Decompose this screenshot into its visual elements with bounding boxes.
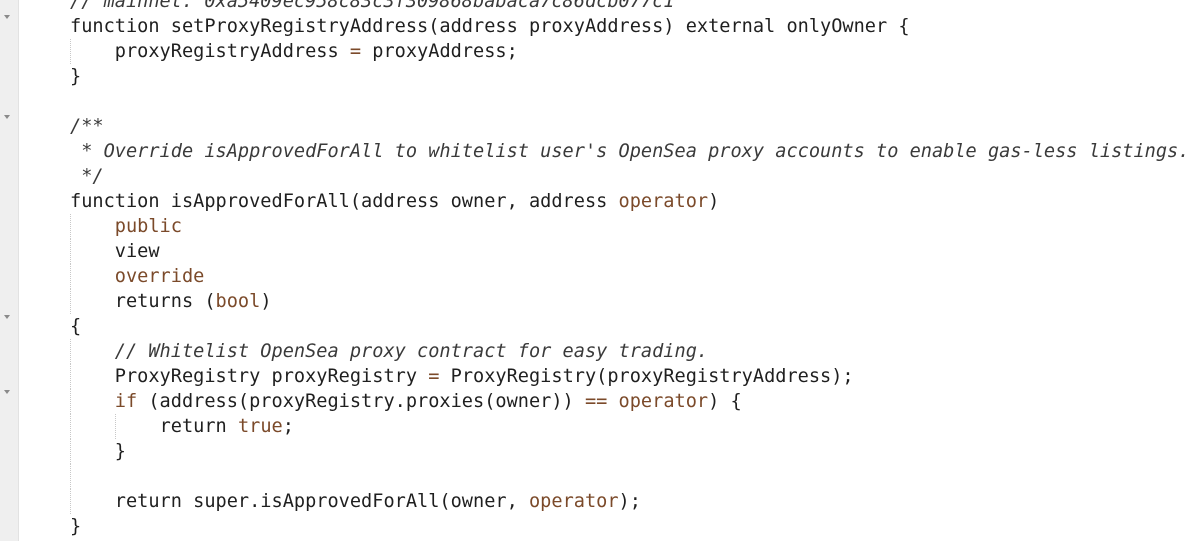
code-text: ) (260, 291, 272, 312)
code-line: // mainnet: 0xa5409ec958c83c3f309868baba… (70, 0, 1189, 14)
code-line: returns (bool) (70, 289, 1189, 314)
code-keyword: if (114, 391, 138, 412)
code-text: ProxyRegistry proxyRegistry (114, 366, 429, 387)
indent-guide (70, 489, 71, 514)
code-comment: * Override isApprovedForAll to whitelist… (70, 141, 1190, 162)
code-line: } (70, 514, 1189, 539)
code-operator: = (349, 41, 362, 62)
fold-toggle-icon[interactable] (4, 315, 10, 319)
code-line: public (70, 214, 1189, 239)
code-text: } (70, 66, 82, 87)
code-comment: */ (70, 166, 104, 187)
code-text: view (114, 241, 160, 262)
code-line: */ (70, 164, 1189, 189)
code-text: function setProxyRegistryAddress(address… (70, 16, 910, 37)
code-line: // Whitelist OpenSea proxy contract for … (70, 339, 1189, 364)
indent-guide (70, 264, 71, 289)
code-line: { (70, 314, 1189, 339)
code-line: return true; (70, 414, 1189, 439)
code-operator: == (584, 391, 608, 412)
code-text: ) (708, 191, 720, 212)
code-line (70, 464, 1189, 489)
code-operator: = (428, 366, 440, 387)
code-text: } (114, 441, 126, 462)
indent-guide (70, 289, 71, 314)
code-line: return super.isApprovedForAll(owner, ope… (70, 489, 1189, 514)
code-keyword: operator (528, 491, 619, 512)
indent-guide (70, 389, 71, 414)
code-line: } (70, 439, 1189, 464)
code-comment: // Whitelist OpenSea proxy contract for … (114, 341, 709, 362)
code-text: { (70, 316, 82, 337)
code-text: ; (282, 416, 294, 437)
code-line: function setProxyRegistryAddress(address… (70, 14, 1189, 39)
code-keyword: bool (215, 291, 261, 312)
editor-gutter (0, 0, 19, 541)
code-text: function isApprovedForAll(address owner,… (70, 191, 619, 212)
code-comment: // mainnet: 0xa5409ec958c83c3f309868baba… (70, 0, 675, 12)
code-line (70, 89, 1189, 114)
code-text: } (70, 516, 82, 537)
indent-guide (70, 214, 71, 239)
code-line: /** (70, 114, 1189, 139)
code-line: ProxyRegistry proxyRegistry = ProxyRegis… (70, 364, 1189, 389)
indent-guide (70, 39, 71, 64)
code-text: returns ( (114, 291, 216, 312)
code-line: * Override isApprovedForAll to whitelist… (70, 139, 1189, 164)
fold-toggle-icon[interactable] (4, 15, 10, 19)
code-text: proxyAddress; (361, 41, 518, 62)
indent-guide (70, 464, 71, 489)
code-text: ) { (708, 391, 742, 412)
code-line: override (70, 264, 1189, 289)
code-text: ); (618, 491, 641, 512)
code-line: view (70, 239, 1189, 264)
code-keyword: true (237, 416, 283, 437)
indent-guide (70, 439, 71, 464)
code-text: (address(proxyRegistry.proxies(owner)) (137, 391, 585, 412)
code-text: return (159, 416, 238, 437)
indent-guide (115, 414, 116, 439)
fold-toggle-icon[interactable] (4, 115, 10, 119)
code-keyword: operator (618, 191, 709, 212)
indent-guide (70, 364, 71, 389)
code-comment: /** (70, 116, 104, 137)
code-keyword: override (114, 266, 205, 287)
code-line: if (address(proxyRegistry.proxies(owner)… (70, 389, 1189, 414)
code-keyword: public (114, 216, 182, 237)
code-line: } (70, 64, 1189, 89)
fold-toggle-icon[interactable] (4, 390, 10, 394)
code-line: function isApprovedForAll(address owner,… (70, 189, 1189, 214)
indent-guide (70, 339, 71, 364)
indent-guide (70, 414, 71, 439)
code-area[interactable]: // mainnet: 0xa5409ec958c83c3f309868baba… (70, 0, 1189, 539)
code-text: ProxyRegistry(proxyRegistryAddress); (439, 366, 854, 387)
code-line: proxyRegistryAddress = proxyAddress; (70, 39, 1189, 64)
indent-guide (70, 239, 71, 264)
code-text: proxyRegistryAddress (114, 41, 350, 62)
code-keyword: operator (618, 391, 709, 412)
code-text: return super.isApprovedForAll(owner, (114, 491, 529, 512)
